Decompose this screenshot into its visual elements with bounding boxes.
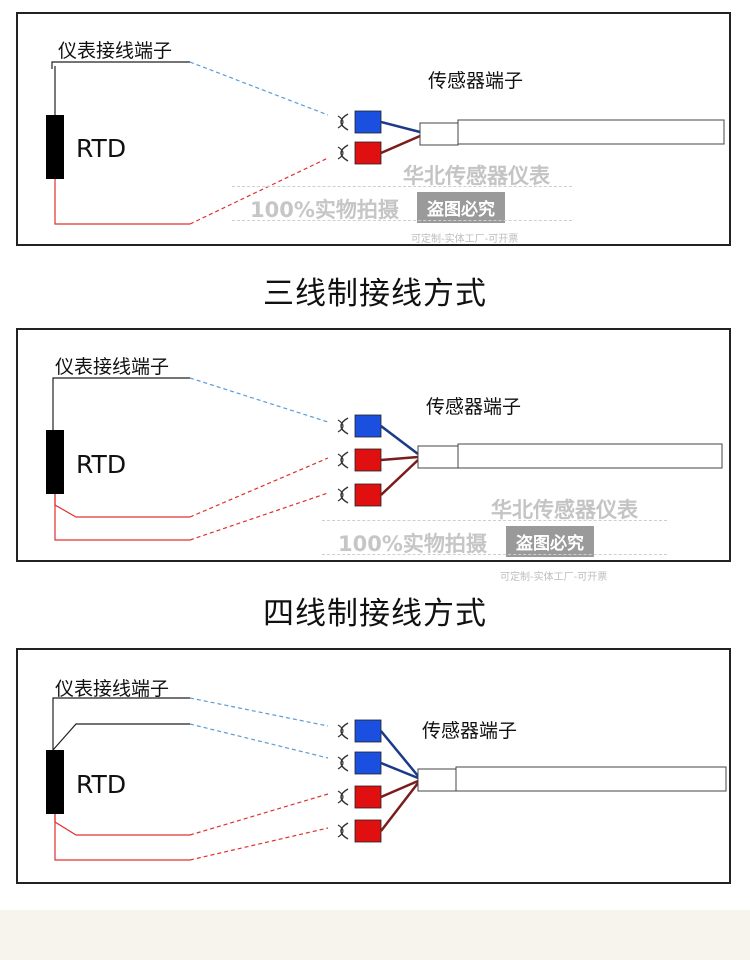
instrument-wire-blue-dashed: [189, 377, 329, 423]
instrument-wire-black: [52, 377, 190, 430]
rtd-lead-red-1: [54, 814, 190, 836]
watermark-photo: 100%实物拍摄: [338, 532, 487, 556]
watermark-small: 可定制-实体工厂-可开票: [411, 234, 519, 245]
red-terminal-2: [354, 483, 382, 507]
sensor-terminal-label: 传感器端子: [426, 396, 522, 418]
sensor-probe: [457, 119, 725, 145]
sensor-connector: [419, 122, 459, 146]
watermark-divider: [322, 520, 667, 521]
instrument-terminal-label: 仪表接线端子: [55, 356, 170, 378]
watermark-brand: 华北传感器仪表: [403, 164, 550, 188]
lug-hook-2: [340, 144, 349, 162]
instrument-terminal-label: 仪表接线端子: [55, 678, 170, 700]
instrument-wire-black: [51, 61, 190, 69]
watermark-divider: [232, 220, 572, 221]
blue-wire-to-sensor-1: [380, 730, 419, 777]
wiring-diagram-1: [46, 61, 725, 225]
three-wire-caption: 三线制接线方式: [263, 276, 487, 312]
watermark-divider: [322, 554, 667, 555]
red-wire-to-sensor-2: [380, 782, 419, 832]
sensor-terminal-label: 传感器端子: [422, 720, 518, 742]
blue-terminal: [354, 414, 382, 438]
rtd-lead-red-2: [54, 494, 190, 541]
wiring-diagram-3: [46, 697, 727, 861]
watermark-brand: 华北传感器仪表: [491, 498, 638, 522]
wiring-diagram-panel-1: 仪表接线端子 传感器端子 RTD 华北传感器仪表 100%实物拍摄 盗图必究 可…: [16, 12, 731, 246]
red-wire-to-sensor-1: [380, 779, 419, 799]
instrument-wire-black-2: [52, 723, 190, 751]
rtd-element: [46, 750, 64, 814]
blue-wire-to-sensor: [380, 120, 421, 134]
red-terminal-1: [354, 448, 382, 472]
rtd-lead-red-1: [54, 494, 190, 518]
rtd-element: [46, 430, 64, 494]
rtd-lead-red-2: [54, 814, 190, 861]
four-wire-caption: 四线制接线方式: [263, 596, 487, 632]
red-terminal-2: [354, 819, 382, 843]
rtd-element: [46, 115, 64, 179]
instrument-terminal-label: 仪表接线端子: [58, 40, 173, 62]
red-terminal-1: [354, 785, 382, 809]
blue-terminal-2: [354, 751, 382, 775]
red-wire-dashed: [189, 157, 329, 225]
lug-hook-1: [340, 113, 349, 131]
red-wire-to-sensor: [380, 134, 421, 155]
rtd-label: RTD: [76, 134, 127, 163]
watermark-piracy: 盗图必究: [506, 526, 594, 557]
rtd-label: RTD: [76, 450, 127, 479]
watermark-small: 可定制-实体工厂-可开票: [500, 572, 608, 583]
rtd-label: RTD: [76, 770, 127, 799]
sensor-connector: [417, 445, 459, 469]
red-wire-to-sensor-2: [380, 459, 419, 496]
wiring-diagram-panel-3: 仪表接线端子 传感器端子 RTD: [16, 648, 731, 884]
rtd-lead-red: [54, 179, 190, 225]
wiring-diagram-2: [46, 377, 723, 541]
sensor-terminal-label: 传感器端子: [428, 70, 524, 92]
instrument-wire-black-1: [52, 697, 190, 750]
instrument-wire-blue-dashed: [189, 61, 329, 116]
watermark-photo: 100%实物拍摄: [250, 198, 399, 222]
blue-wire-to-sensor: [380, 425, 419, 455]
blue-terminal: [354, 110, 382, 134]
sensor-probe: [457, 443, 723, 469]
watermark-divider: [232, 186, 572, 187]
blue-wire-to-sensor-2: [380, 761, 419, 780]
sensor-connector: [417, 768, 457, 792]
wiring-diagram-panel-2: 仪表接线端子 传感器端子 RTD 华北传感器仪表 100%实物拍摄 盗图必究: [16, 328, 731, 562]
sensor-probe: [455, 766, 727, 792]
blue-terminal-1: [354, 719, 382, 743]
watermark-piracy: 盗图必究: [417, 192, 505, 223]
red-wire-to-sensor-1: [380, 455, 419, 462]
bottom-band: [0, 910, 750, 960]
red-terminal: [354, 141, 382, 165]
